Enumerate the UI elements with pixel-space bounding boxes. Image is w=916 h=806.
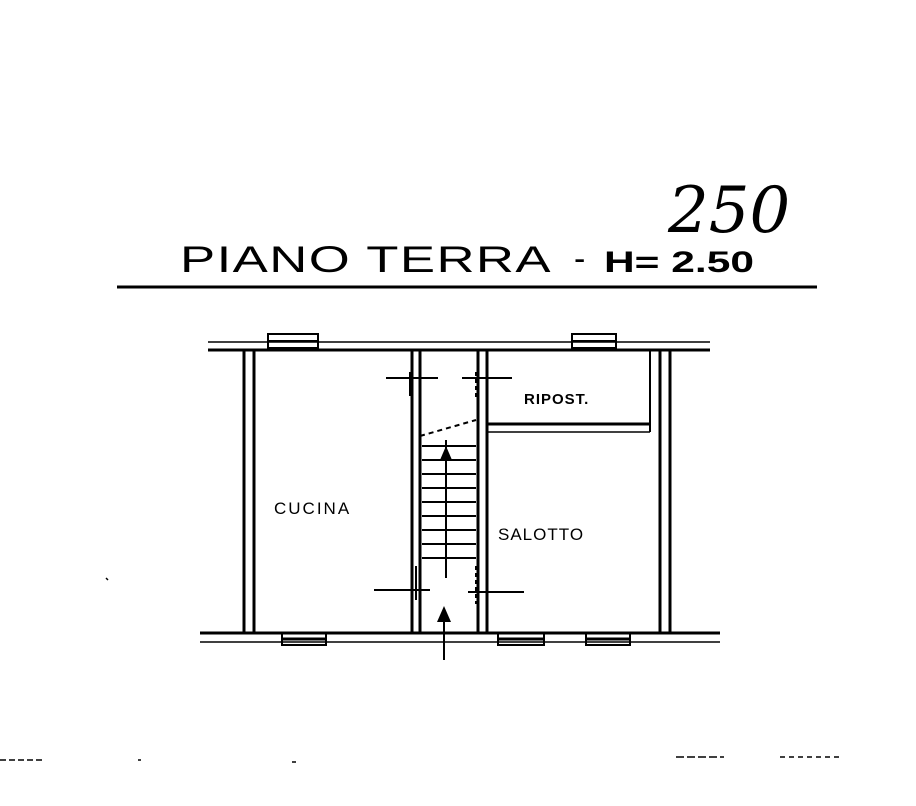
outer-wall-left [242, 350, 256, 633]
door-marks [374, 372, 524, 604]
room-label-kitchen: CUCINA [274, 499, 351, 518]
window-bottom-right [585, 632, 631, 646]
title-separator: - [574, 240, 585, 278]
storage-partition [487, 350, 651, 433]
stair-direction-arrow [440, 446, 452, 460]
ceiling-height-label: H= 2.50 [604, 246, 754, 279]
room-label-living-room: SALOTTO [498, 525, 584, 544]
room-label-storage: RIPOST. [524, 391, 589, 408]
scan-noise [0, 577, 840, 763]
window-bottom-left [281, 632, 327, 646]
outer-wall-right [658, 350, 672, 633]
plan-title: PIANO TERRA [180, 239, 552, 280]
handwritten-annotation: 250 [667, 174, 790, 248]
entrance-arrow-head [437, 606, 451, 622]
window-top-right [571, 333, 617, 349]
window-top-left [267, 333, 319, 349]
window-bottom-center [497, 632, 545, 646]
outer-wall-bottom [200, 631, 720, 643]
stairwell-walls [410, 350, 489, 633]
staircase [419, 419, 477, 578]
